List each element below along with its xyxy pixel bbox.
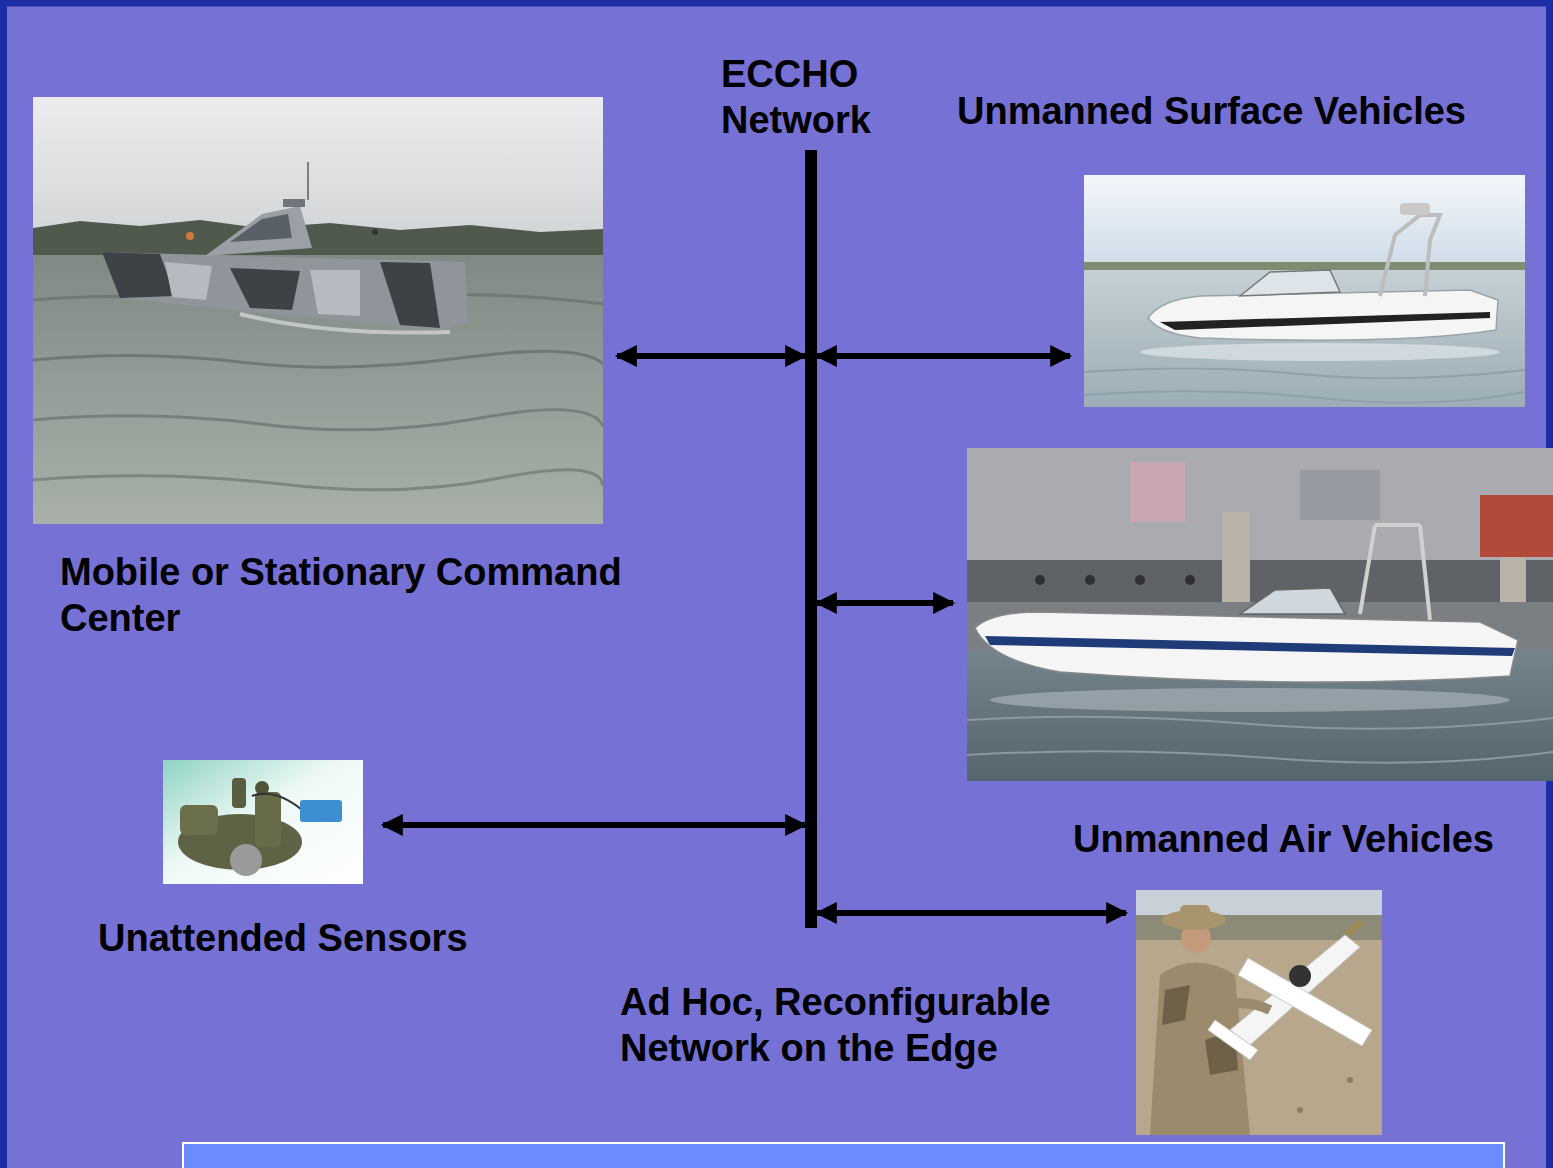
air-vehicle-photo: [1208, 1020, 1258, 1060]
harbor-boat-photo: [1085, 575, 1095, 585]
air-vehicle-photo: [1344, 919, 1363, 936]
sensors-node: Unattended Sensors: [98, 760, 490, 966]
command-boat-photo: [307, 162, 309, 200]
sensor-photo: [232, 778, 246, 808]
harbor-boat-photo: [1130, 462, 1185, 522]
sensor-photo: [255, 781, 269, 795]
harbor-boat-photo: [1185, 575, 1195, 585]
surface-boat-photo: [1084, 175, 1525, 270]
harbor-boat-photo: [967, 751, 1553, 763]
harbor-boat-photo: [1240, 588, 1345, 614]
harbor-boat-photo: [1480, 495, 1553, 557]
label-holder: Ad Hoc, Reconfigurable Network on the Ed…: [620, 980, 1068, 1071]
surface-vehicles-node: Unmanned Surface Vehicles: [957, 86, 1553, 781]
command-boat-photo: [33, 97, 603, 237]
node-caption: Unmanned Surface Vehicles: [957, 89, 1527, 135]
surface-boat-photo: [1148, 290, 1498, 340]
surface-boat-photo: [1084, 368, 1525, 378]
command-boat-photo: [372, 229, 378, 235]
node-caption: Unattended Sensors: [98, 916, 488, 962]
sensor-photo: [300, 800, 342, 822]
harbor-boat-photo: [967, 448, 1553, 560]
surface-boat-photo: [1084, 391, 1525, 403]
harbor-boat-photo: [967, 448, 1553, 781]
harbor-boat-photo: [1035, 575, 1045, 585]
air-vehicle-photo: [1136, 890, 1382, 1135]
command-boat-photo: [165, 262, 212, 300]
photo-frame: [33, 97, 603, 524]
network-link: [817, 910, 1126, 916]
harbor-boat-photo: [967, 448, 1553, 781]
air-vehicle-photo: [1289, 965, 1311, 987]
sensor-photo: [163, 760, 363, 884]
sensor-photo: [255, 792, 281, 847]
harbor-boat-photo: [967, 717, 1553, 729]
surface-boat-photo: [1140, 343, 1500, 361]
command-boat-photo: [230, 268, 300, 310]
sensor-photo: [230, 844, 262, 876]
network-bus: ECCHO Network: [805, 150, 817, 928]
sensor-photo: [180, 805, 218, 835]
photo-frame: [1136, 890, 1382, 1135]
command-boat-photo: [102, 252, 468, 330]
air-vehicles-node: Unmanned Air Vehicles: [1070, 814, 1515, 1138]
command-boat-photo: [240, 314, 450, 333]
harbor-boat-photo: [967, 560, 1553, 602]
command-center-node: Mobile or Stationary Command Center: [33, 97, 663, 652]
harbor-boat-photo: [990, 688, 1510, 712]
air-vehicle-photo: [1225, 1003, 1270, 1010]
air-vehicle-photo: [1162, 985, 1190, 1025]
harbor-boat-photo: [1300, 470, 1380, 520]
surface-boat-photo: [1240, 270, 1340, 296]
command-boat-photo: [33, 351, 603, 367]
network-link: [817, 600, 953, 606]
command-boat-photo: [283, 199, 305, 207]
footer-band: [183, 1143, 1504, 1168]
air-vehicle-photo: [1180, 905, 1210, 921]
network-label: ECCHO Network: [721, 52, 911, 143]
node-caption: Mobile or Stationary Command Center: [60, 550, 660, 641]
network-link: [383, 822, 805, 828]
surface-boat-photo: [1380, 215, 1440, 296]
harbor-boat-photo: [985, 636, 1515, 656]
surface-boat-photo: [1084, 270, 1525, 407]
air-vehicle-photo: [1347, 1077, 1353, 1083]
command-boat-photo: [186, 232, 194, 240]
harbor-boat-photo: [1375, 523, 1420, 527]
air-vehicle-photo: [1297, 1107, 1303, 1113]
node-caption: Unmanned Air Vehicles: [1073, 817, 1513, 863]
surface-boat-photo: [1084, 262, 1525, 270]
harbor-boat-photo: [1420, 525, 1430, 620]
command-boat-photo: [33, 97, 603, 524]
network-link: [817, 353, 1070, 359]
command-boat-photo: [33, 410, 603, 430]
command-boat-photo: [205, 206, 312, 256]
surface-boat-photo: [1084, 175, 1525, 407]
sensor-photo: [163, 760, 363, 884]
network-note: Ad Hoc, Reconfigurable Network on the Ed…: [620, 980, 1068, 1071]
sensor-photo: [252, 794, 302, 810]
command-boat-photo: [33, 470, 603, 490]
command-boat-photo: [33, 255, 603, 524]
surface-boat-photo: [1400, 203, 1430, 215]
command-boat-photo: [230, 214, 292, 242]
photo-frame: [163, 760, 363, 884]
harbor-boat-photo: [1135, 575, 1145, 585]
surface-boat-photo: [1160, 312, 1490, 330]
network-link: [617, 353, 805, 359]
photo-frame: [1084, 175, 1525, 407]
harbor-boat-photo: [975, 612, 1518, 682]
photo-frame: [967, 448, 1553, 781]
harbor-boat-photo: [1360, 525, 1375, 614]
command-boat-photo: [310, 270, 360, 316]
command-boat-photo: [380, 262, 440, 328]
command-boat-photo: [102, 252, 175, 298]
